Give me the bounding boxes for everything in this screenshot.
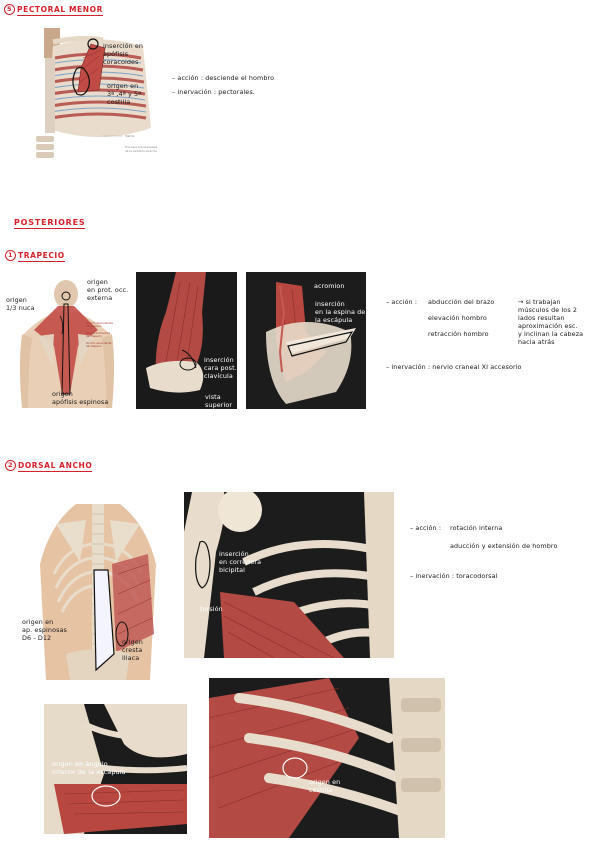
label-trap-vista: vista superior <box>205 393 233 409</box>
label-pm-insercion: inserción en apófisis coracoides <box>103 42 144 66</box>
label-trap-origen-apof: origen apófisis espinosa <box>52 390 109 406</box>
posteriores-title: POSTERIORES <box>14 218 86 229</box>
dorsal-accion-list: rotación interna aducción y extensión de… <box>450 524 558 550</box>
dorsal-back-illustration <box>36 484 160 680</box>
svg-text:Porción descendente: Porción descendente <box>86 321 113 325</box>
trapecio-title: TRAPECIO <box>18 250 65 262</box>
pm-inervacion: – inervación : pectorales. <box>172 88 255 96</box>
trapecio-scapula-photo <box>246 272 366 409</box>
trapecio-clavicle-photo <box>136 272 237 409</box>
svg-text:del trapecio: del trapecio <box>86 334 102 338</box>
dorsal-inervacion: – inervación : toracodorsal <box>410 572 498 580</box>
label-dorsal-torsion: torsión <box>200 605 223 613</box>
label-dorsal-origen-angulo: origen en ángulo inferior de la escápula <box>52 760 126 776</box>
dorsal-humerus-photo <box>184 492 394 658</box>
label-dorsal-origen-cresta: origen cresta iliaca <box>122 638 143 662</box>
dorsal-ancho-title: DORSAL ANCHO <box>18 460 93 472</box>
svg-text:Porción transversa: Porción transversa <box>86 331 110 335</box>
label-dorsal-origen-costilla: origen en costilla <box>309 778 341 794</box>
svg-text:Porción ascendente: Porción ascendente <box>86 341 112 345</box>
svg-text:de la vértebra torácica: de la vértebra torácica <box>125 149 157 153</box>
svg-text:del trapecio: del trapecio <box>86 324 102 328</box>
label-dorsal-insercion-corredera: inserción en corredera bicipital <box>219 550 262 574</box>
trap-accion-list: abducción del brazo elevación hombro ret… <box>428 298 495 338</box>
label-trap-acromion: acromion <box>314 282 345 290</box>
label-trap-origen-occ: origen en prot. occ. externa <box>87 278 129 302</box>
dorsal-accion-label: – acción : <box>410 524 442 532</box>
label-dorsal-origen-apof: origen en ap. espinosas D6 - D12 <box>22 618 67 642</box>
label-trap-insercion-escapula: inserción en la espina de la escápula <box>315 300 366 324</box>
posteriores-heading: POSTERIORES <box>14 218 86 229</box>
dorsal-scapula-photo <box>44 704 187 834</box>
trap-accion-label: – acción : <box>386 298 418 306</box>
trapecio-back-illustration: Porción descendente del trapecio Porción… <box>18 274 116 408</box>
section-number-badge: 1 <box>5 250 16 261</box>
svg-text:Procesos transversales: Procesos transversales <box>125 145 158 149</box>
section-number-badge: 2 <box>5 460 16 471</box>
svg-text:del trapecio: del trapecio <box>86 344 102 348</box>
trap-inervacion: – inervación : nervio craneal XI accesor… <box>386 363 522 371</box>
trap-note: → si trabajan músculos de los 2 lados re… <box>518 298 584 346</box>
pectoral-menor-title: PECTORAL MENOR <box>17 4 103 16</box>
pm-accion: – acción : desciende el hombro <box>172 74 275 82</box>
label-trap-origen-nuca: origen 1/3 nuca <box>6 296 35 312</box>
label-trap-insercion-clavicula: inserción cara post. clavícula <box>204 356 237 380</box>
dorsal-ribs-photo <box>209 678 445 838</box>
pectoral-menor-illustration: Matriz Procesos transversales de la vért… <box>33 28 167 162</box>
svg-text:Matriz: Matriz <box>125 134 135 138</box>
section-number-badge: 5 <box>4 4 15 15</box>
label-pm-origen: origen en 3ª ,4ª y 5ª costilla <box>107 82 142 106</box>
